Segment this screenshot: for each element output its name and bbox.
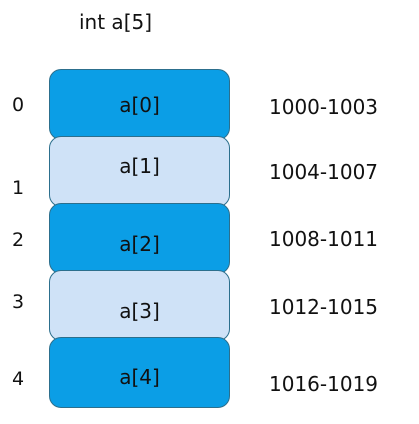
array-index-4: 4	[12, 368, 25, 390]
array-cell-2: a[2]	[49, 203, 230, 274]
array-cell-4: a[4]	[49, 337, 230, 408]
array-cell-label: a[0]	[119, 92, 160, 117]
array-cell-0: a[0]	[49, 69, 230, 140]
array-cell-3: a[3]	[49, 270, 230, 341]
array-cell-label: a[3]	[119, 299, 160, 323]
memory-address-2: 1008-1011	[269, 227, 379, 251]
memory-address-3: 1012-1015	[269, 295, 379, 319]
memory-address-4: 1016-1019	[269, 372, 379, 396]
array-cell-label: a[2]	[119, 232, 160, 256]
memory-address-0: 1000-1003	[269, 95, 379, 119]
array-index-2: 2	[12, 229, 25, 251]
array-cell-label: a[4]	[119, 365, 160, 389]
array-cell-label: a[1]	[119, 154, 160, 178]
array-index-1: 1	[12, 177, 25, 199]
array-cell-1: a[1]	[49, 136, 230, 207]
array-declaration-title: int a[5]	[79, 10, 153, 34]
memory-address-1: 1004-1007	[269, 160, 379, 184]
array-index-3: 3	[12, 291, 25, 313]
array-index-0: 0	[12, 94, 25, 116]
